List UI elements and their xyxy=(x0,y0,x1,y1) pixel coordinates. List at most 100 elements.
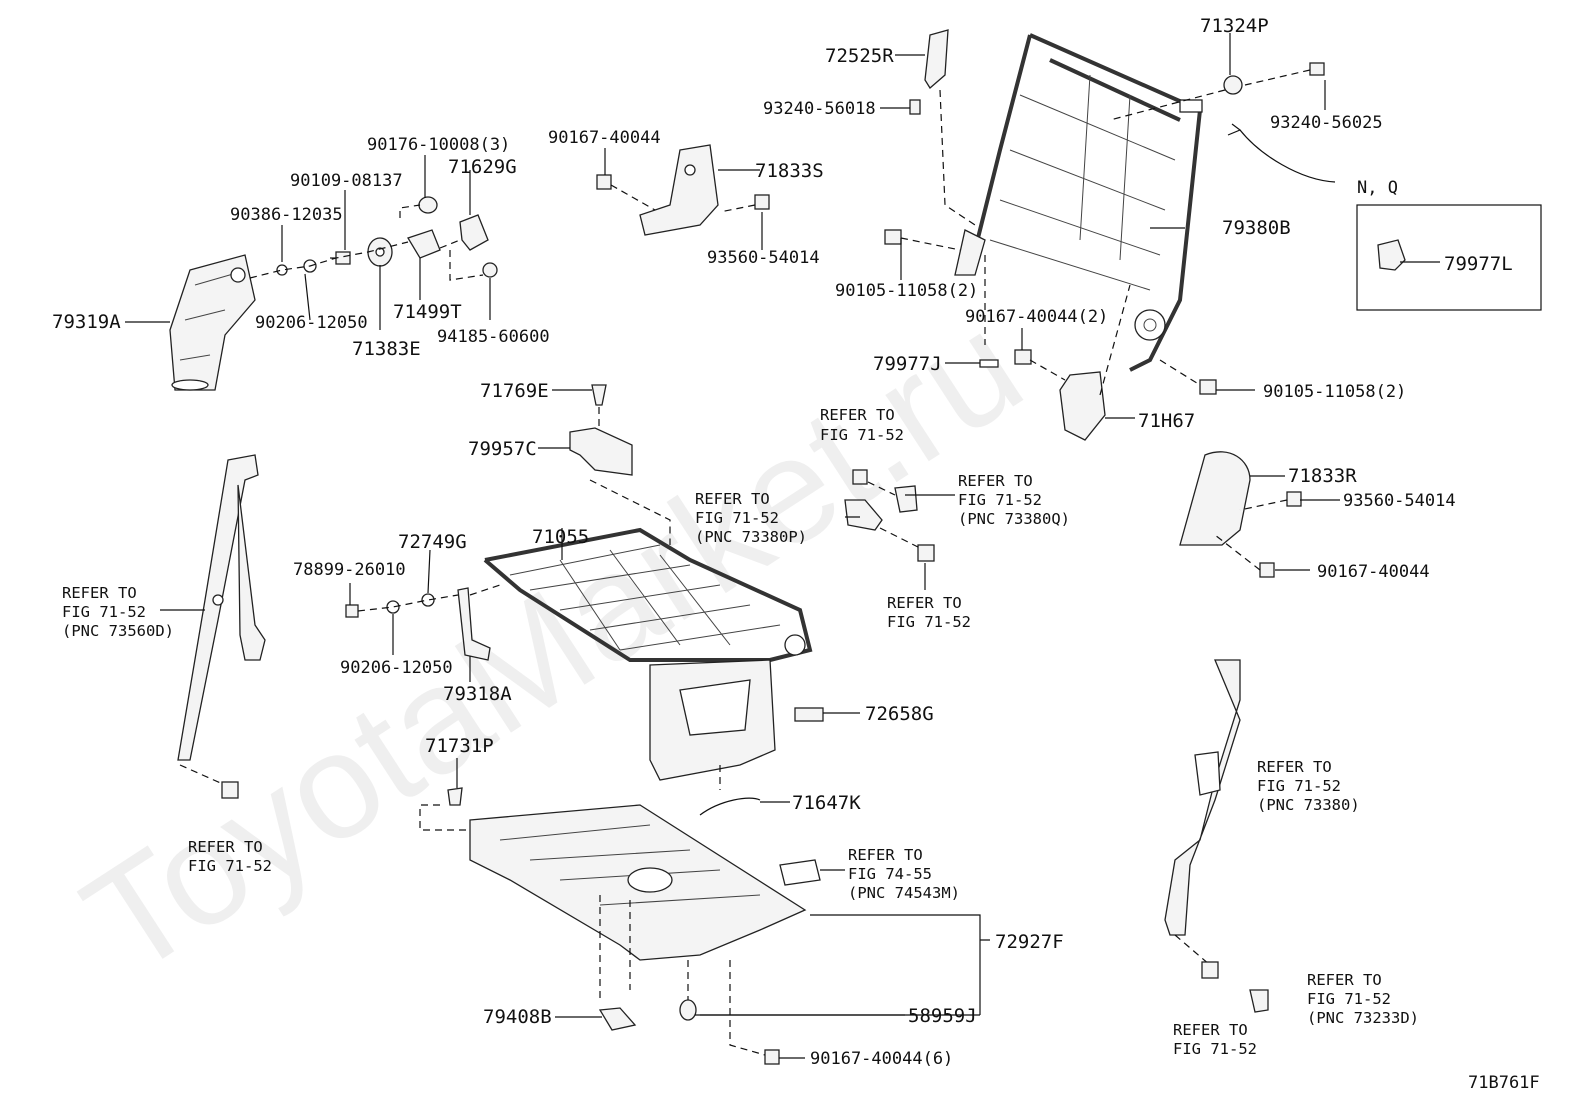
callout-79380B: 79380B xyxy=(1222,217,1291,239)
bolt-refer-mid-bottom-drawing xyxy=(917,544,935,562)
callout-71833R: 71833R xyxy=(1288,465,1357,487)
callout-79318A: 79318A xyxy=(443,683,512,705)
seatbelt-73380-drawing xyxy=(1164,659,1241,936)
refer-line: (PNC 74543M) xyxy=(848,884,960,902)
inset-box xyxy=(1356,204,1542,311)
refer-line: REFER TO xyxy=(188,838,263,856)
callout-71647K: 71647K xyxy=(792,792,861,814)
callout-72658G: 72658G xyxy=(865,703,934,725)
bolt-refer-mid-top-drawing xyxy=(852,469,868,485)
pad-72658G-drawing xyxy=(794,707,824,722)
refer-mid-left: REFER TO FIG 71-52 (PNC 73380P) xyxy=(695,490,807,546)
strip-71647K-drawing xyxy=(699,797,761,816)
bolt-90167-2-drawing xyxy=(1014,349,1032,365)
inset-variant-label: N, Q xyxy=(1357,178,1398,198)
refer-line: FIG 71-52 xyxy=(1307,990,1391,1008)
bolt-90105-a-drawing xyxy=(884,229,902,245)
callout-72525R: 72525R xyxy=(825,45,894,67)
callout-93240-56018: 93240-56018 xyxy=(763,99,876,119)
callout-94185-60600: 94185-60600 xyxy=(437,327,550,347)
knob-72525R-drawing xyxy=(924,29,949,89)
bolt-90167-6-drawing xyxy=(764,1049,780,1065)
refer-line: REFER TO xyxy=(958,472,1033,490)
cover-71499T-drawing xyxy=(407,229,441,259)
bracket-79318A-drawing xyxy=(457,587,491,661)
cover-71833R-drawing xyxy=(1179,451,1251,546)
pad-79408B-drawing xyxy=(598,1007,637,1031)
callout-71833S: 71833S xyxy=(755,160,824,182)
refer-line: REFER TO xyxy=(1257,758,1332,776)
pin-94185-drawing xyxy=(482,262,498,278)
screw-93240-56018-drawing xyxy=(909,99,921,115)
refer-line: FIG 71-52 xyxy=(1257,777,1341,795)
callout-90176-10008: 90176-10008(3) xyxy=(367,135,510,155)
callout-79957C: 79957C xyxy=(468,438,537,460)
clip-79977J-drawing xyxy=(979,359,999,368)
refer-line: FIG 71-52 xyxy=(62,603,146,621)
callout-93240-56025: 93240-56025 xyxy=(1270,113,1383,133)
anchor-73380P-drawing xyxy=(844,499,883,531)
refer-line: FIG 71-52 xyxy=(188,857,272,875)
callout-93560-54014-top: 93560-54014 xyxy=(707,248,820,268)
cover-74543M-drawing xyxy=(779,859,821,886)
callout-90167-40044-top: 90167-40044 xyxy=(548,128,661,148)
side-cover-79319A-drawing xyxy=(169,254,256,391)
module-79957C-drawing xyxy=(569,427,633,476)
refer-line: REFER TO xyxy=(887,594,962,612)
callout-72749G: 72749G xyxy=(398,531,467,553)
refer-line: (PNC 73380) xyxy=(1257,796,1360,814)
bolt-90109-drawing xyxy=(330,251,351,265)
refer-line: REFER TO xyxy=(62,584,137,602)
screw-93560-top-drawing xyxy=(754,194,770,210)
refer-line: REFER TO xyxy=(848,846,923,864)
refer-line: FIG 74-55 xyxy=(848,865,932,883)
callout-79319A: 79319A xyxy=(52,311,121,333)
refer-line: (PNC 73233D) xyxy=(1307,1009,1419,1027)
callout-71383E: 71383E xyxy=(352,338,421,360)
callout-71499T: 71499T xyxy=(393,301,462,323)
bolt-belt-left-drawing xyxy=(221,781,239,799)
callout-79408B: 79408B xyxy=(483,1006,552,1028)
callout-71629G: 71629G xyxy=(448,156,517,178)
refer-line: FIG 71-52 xyxy=(887,613,971,631)
refer-belt-left: REFER TO FIG 71-52 (PNC 73560D) xyxy=(62,584,174,640)
lever-71629G-drawing xyxy=(459,214,489,251)
callout-90105-11058-b: 90105-11058(2) xyxy=(1263,382,1406,402)
callout-90105-11058-a: 90105-11058(2) xyxy=(835,281,978,301)
screw-93240-56025-drawing xyxy=(1309,62,1325,76)
clip-71769E-drawing xyxy=(591,384,607,406)
recliner-71383E-drawing xyxy=(367,237,393,267)
washer-72749G-drawing xyxy=(421,593,435,607)
bolt-90105-b-drawing xyxy=(1199,379,1217,395)
figure-code: 71B761F xyxy=(1468,1073,1540,1093)
nut-71324P-drawing xyxy=(1223,75,1243,95)
screw-90167-right-drawing xyxy=(1259,562,1275,578)
refer-line: FIG 71-52 xyxy=(695,509,779,527)
refer-line: REFER TO xyxy=(820,406,895,424)
callout-90386-12035: 90386-12035 xyxy=(230,205,343,225)
refer-line: REFER TO xyxy=(1173,1021,1248,1039)
callout-93560-54014-right: 93560-54014 xyxy=(1343,491,1456,511)
bolt-78899-drawing xyxy=(345,604,359,618)
callout-71055: 71055 xyxy=(532,526,589,548)
refer-line: (PNC 73380Q) xyxy=(958,510,1070,528)
clip-58959J-drawing xyxy=(679,999,697,1021)
refer-top-left: REFER TO FIG 71-52 xyxy=(820,406,904,444)
anchor-73380Q-drawing xyxy=(894,485,918,513)
callout-72927F: 72927F xyxy=(995,931,1064,953)
clip-79977L-drawing xyxy=(1377,239,1406,271)
callout-71769E: 71769E xyxy=(480,380,549,402)
callout-90206-12050-mid: 90206-12050 xyxy=(340,658,453,678)
refer-line: FIG 71-52 xyxy=(958,491,1042,509)
refer-line: REFER TO xyxy=(1307,971,1382,989)
callout-71324P: 71324P xyxy=(1200,15,1269,37)
seatbelt-73560D-drawing xyxy=(177,454,266,761)
washer-90386-drawing xyxy=(276,264,288,276)
refer-line: REFER TO xyxy=(695,490,770,508)
screw-93560-right-drawing xyxy=(1286,491,1302,507)
callout-90167-40044-right: 90167-40044 xyxy=(1317,562,1430,582)
callout-71731P: 71731P xyxy=(425,735,494,757)
refer-line: (PNC 73380P) xyxy=(695,528,807,546)
